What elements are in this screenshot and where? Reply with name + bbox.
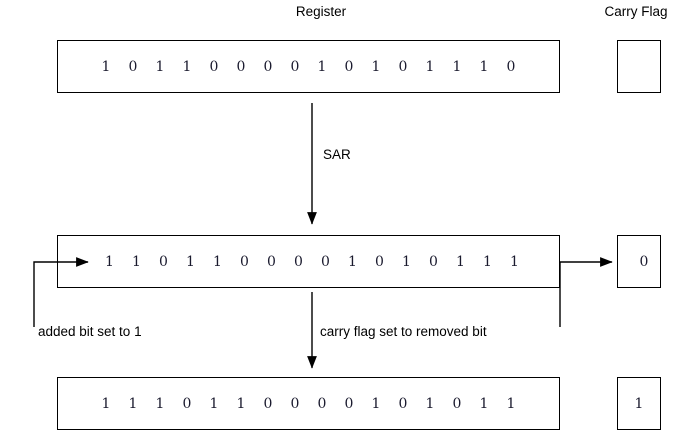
register-bit: 1	[105, 253, 114, 270]
register-bit: 1	[371, 58, 381, 75]
register-bit: 1	[155, 395, 165, 412]
register-bit: 0	[344, 58, 354, 75]
register-bit: 1	[479, 58, 489, 75]
register-bit: 0	[290, 395, 300, 412]
register-bit: 0	[452, 395, 462, 412]
register-bit: 0	[317, 395, 327, 412]
carry-flag-box-initial	[617, 40, 661, 93]
register-bit: 0	[429, 253, 438, 270]
register-bit: 1	[155, 58, 165, 75]
register-bit: 1	[209, 395, 219, 412]
carry-flag-value-final: 1	[634, 395, 644, 412]
register-bit: 0	[263, 58, 273, 75]
register-bit: 1	[425, 58, 435, 75]
register-bit: 1	[510, 253, 519, 270]
carry-flag-connector	[559, 257, 613, 327]
register-column-title: Register	[295, 4, 347, 19]
register-bit: 0	[209, 58, 219, 75]
register-bit: 1	[402, 253, 411, 270]
register-bit: 1	[348, 253, 357, 270]
register-bit: 0	[321, 253, 330, 270]
register-bit: 0	[240, 253, 249, 270]
register-bit: 0	[263, 395, 273, 412]
register-bit: 0	[128, 58, 138, 75]
register-box-after-shift: 1 1 0 1 1 0 0 0 0 1 0 1 0 1 1 1	[57, 235, 560, 288]
register-bit: 0	[267, 253, 276, 270]
register-bit: 1	[128, 395, 138, 412]
annotation-added-bit: added bit set to 1	[38, 324, 142, 339]
register-bit: 1	[101, 58, 111, 75]
operation-label-sar: SAR	[323, 147, 351, 162]
register-bit: 0	[236, 58, 246, 75]
register-bit: 1	[236, 395, 246, 412]
register-bit: 0	[294, 253, 303, 270]
carry-flag-value-after-shift: 0	[639, 253, 649, 270]
register-bit: 1	[506, 395, 516, 412]
register-bit: 1	[371, 395, 381, 412]
register-bit: 1	[317, 58, 327, 75]
register-bit: 1	[213, 253, 222, 270]
annotation-carry-flag: carry flag set to removed bit	[320, 324, 487, 339]
register-bit: 1	[456, 253, 465, 270]
register-bit: 1	[182, 58, 192, 75]
register-bit: 0	[182, 395, 192, 412]
carry-flag-box-after-shift: 0	[617, 235, 661, 288]
register-bit: 0	[506, 58, 516, 75]
register-bit: 1	[483, 253, 492, 270]
register-bit: 0	[375, 253, 384, 270]
register-bit: 0	[398, 395, 408, 412]
register-bit: 1	[425, 395, 435, 412]
register-bit: 0	[344, 395, 354, 412]
register-bit: 1	[479, 395, 489, 412]
register-bit: 1	[101, 395, 111, 412]
carry-flag-column-title: Carry Flag	[604, 4, 668, 19]
register-bit: 0	[398, 58, 408, 75]
register-bit: 1	[132, 253, 141, 270]
carry-flag-box-final: 1	[617, 377, 661, 430]
register-bit: 0	[290, 58, 300, 75]
register-bits-after-shift: 1 1 0 1 1 0 0 0 0 1 0 1 0 1 1 1	[58, 236, 559, 287]
register-bit: 1	[186, 253, 195, 270]
register-bit: 0	[159, 253, 168, 270]
register-bit: 1	[452, 58, 462, 75]
